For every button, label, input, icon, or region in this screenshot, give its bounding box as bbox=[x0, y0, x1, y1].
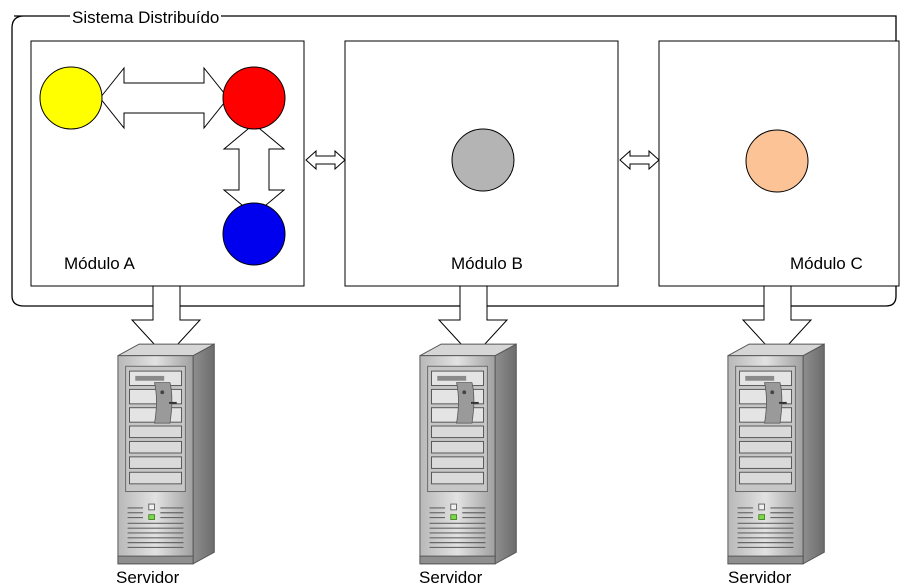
double-arrow-module-b-c bbox=[619, 149, 660, 171]
module-c-label: Módulo C bbox=[790, 254, 863, 273]
node-gray bbox=[451, 128, 515, 192]
node-orange bbox=[745, 129, 809, 193]
server-b-label: Servidor bbox=[419, 568, 483, 587]
arrow-module-c-to-server bbox=[741, 285, 813, 358]
system-boundary bbox=[11, 15, 897, 307]
server-c-label: Servidor bbox=[728, 568, 792, 587]
arrow-module-b-to-server bbox=[437, 285, 509, 358]
node-yellow bbox=[39, 66, 103, 130]
server-tower-icon bbox=[419, 343, 517, 565]
server-tower-icon bbox=[727, 343, 825, 565]
node-red bbox=[222, 66, 286, 130]
node-blue bbox=[222, 202, 286, 266]
arrow-module-a-to-server bbox=[130, 285, 202, 358]
server-tower-icon bbox=[117, 343, 215, 565]
server-a-label: Servidor bbox=[116, 568, 180, 587]
system-title: Sistema Distribuído bbox=[70, 8, 222, 27]
double-arrow-module-a-b bbox=[305, 149, 346, 171]
module-a-label: Módulo A bbox=[64, 254, 135, 273]
module-b-label: Módulo B bbox=[451, 254, 523, 273]
